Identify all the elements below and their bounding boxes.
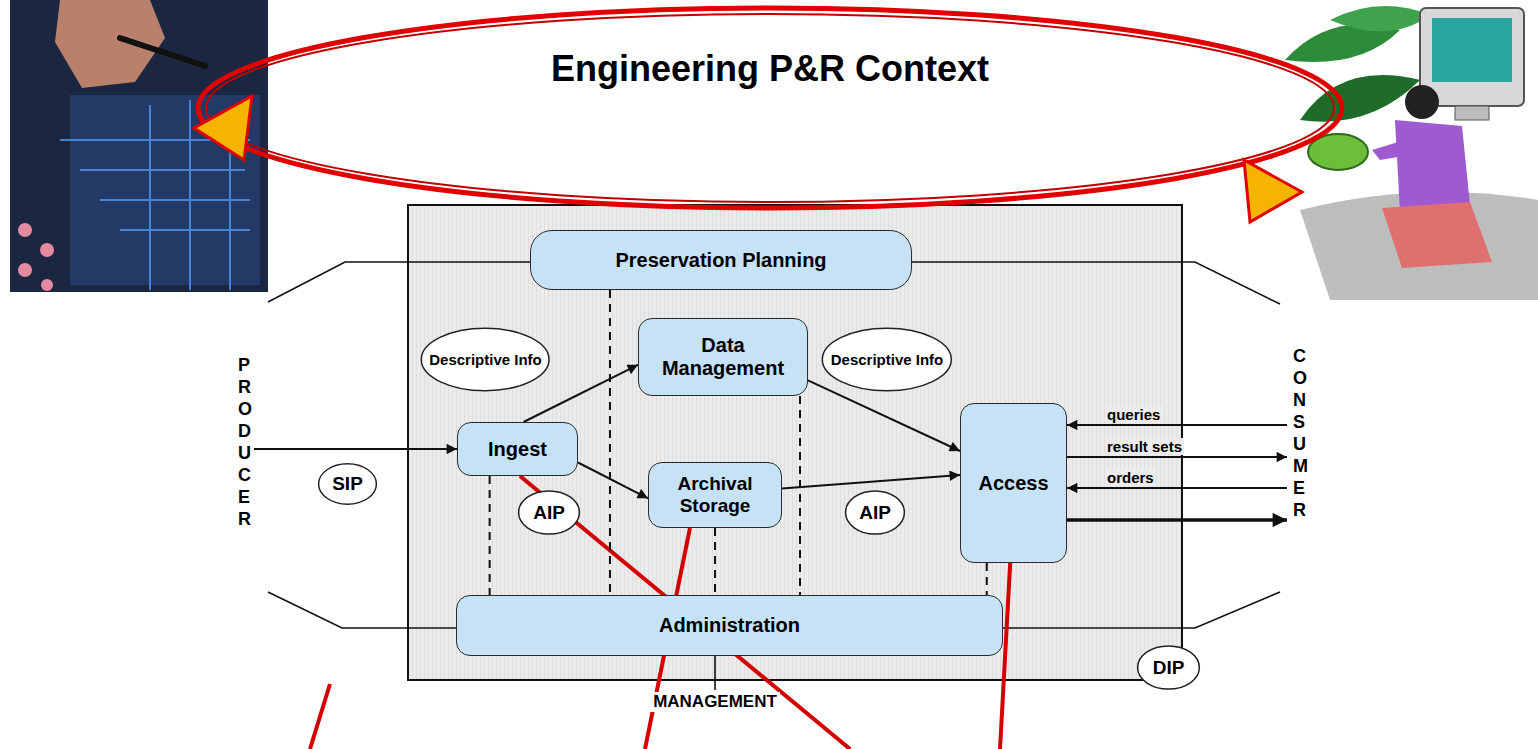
node-label: AIP bbox=[859, 502, 891, 524]
oval-shape bbox=[519, 491, 580, 534]
dashed-link bbox=[714, 528, 716, 595]
actor-name: PRODUCER bbox=[238, 354, 248, 530]
oval-shape bbox=[822, 328, 951, 390]
consumer-outline bbox=[912, 262, 1280, 628]
button bbox=[41, 279, 53, 291]
actor-column: PRODUCER bbox=[232, 352, 254, 532]
function-box: Preservation Planning bbox=[530, 230, 912, 290]
dashed-link bbox=[986, 563, 988, 595]
flow-arrow bbox=[578, 463, 648, 499]
button bbox=[18, 263, 32, 277]
diagram-title: Engineering P&R Context bbox=[551, 48, 989, 90]
function-box: Administration bbox=[456, 595, 1003, 656]
actor-name: CONSUMER bbox=[1293, 345, 1303, 521]
function-box: Archival Storage bbox=[648, 462, 782, 528]
monitor bbox=[1420, 8, 1524, 106]
button bbox=[40, 243, 54, 257]
clipart bbox=[1285, 6, 1538, 300]
function-box: Access bbox=[960, 403, 1067, 563]
archive-box bbox=[408, 205, 1182, 680]
node-label: Access bbox=[978, 472, 1048, 495]
node-label: Preservation Planning bbox=[615, 249, 826, 272]
management-line bbox=[714, 656, 716, 690]
oval-shape bbox=[1138, 646, 1200, 689]
photo-ground bbox=[10, 0, 268, 292]
leaf bbox=[1330, 6, 1430, 31]
package-oval: DIP bbox=[1137, 645, 1200, 690]
node-label: SIP bbox=[332, 473, 363, 495]
oval-shape bbox=[846, 491, 905, 534]
node-label: AIP bbox=[533, 502, 565, 524]
context-arrowhead bbox=[194, 96, 252, 160]
flow-label: queries bbox=[1105, 406, 1162, 423]
node-label: Administration bbox=[659, 614, 800, 637]
node-label: DIP bbox=[1153, 657, 1185, 679]
person-head bbox=[1405, 85, 1439, 119]
leader-line bbox=[310, 684, 330, 749]
info-oval: Descriptive Info bbox=[420, 327, 550, 392]
monitor-stand bbox=[1455, 106, 1489, 120]
photo bbox=[10, 0, 268, 292]
person-arm bbox=[1372, 140, 1410, 160]
stylus bbox=[120, 38, 205, 66]
context-ellipse bbox=[198, 8, 1342, 208]
actor-column: CONSUMER bbox=[1287, 338, 1309, 528]
desk bbox=[1300, 192, 1538, 300]
dashed-link bbox=[489, 476, 491, 595]
node-label: Descriptive Info bbox=[429, 351, 542, 368]
flow-label: result sets bbox=[1105, 438, 1184, 455]
node-label: Descriptive Info bbox=[831, 351, 944, 368]
screen-glow bbox=[70, 95, 260, 285]
node-label: Ingest bbox=[488, 438, 547, 461]
person-shirt bbox=[1395, 120, 1470, 212]
dashed-link bbox=[799, 396, 801, 595]
oval-shape bbox=[319, 464, 377, 504]
function-box: Ingest bbox=[457, 422, 578, 476]
flow-arrow bbox=[254, 448, 457, 450]
system-label: MANAGEMENT bbox=[650, 692, 780, 712]
context-ellipse bbox=[206, 14, 1334, 202]
function-box: Data Management bbox=[638, 318, 808, 396]
oval-shape bbox=[422, 328, 550, 390]
monitor-screen bbox=[1432, 18, 1512, 82]
node-label: Archival Storage bbox=[655, 473, 775, 517]
dashed-link bbox=[609, 290, 611, 595]
hand bbox=[55, 0, 165, 88]
flow-arrow bbox=[1067, 487, 1287, 489]
flow-arrow bbox=[1067, 424, 1287, 426]
person-trousers bbox=[1382, 202, 1492, 268]
flow-label: orders bbox=[1105, 469, 1156, 486]
flow-arrow bbox=[1067, 456, 1287, 458]
package-oval: AIP bbox=[518, 490, 580, 535]
flow-arrow bbox=[782, 475, 960, 488]
flow-arrow bbox=[1067, 518, 1287, 522]
context-arrowhead bbox=[1244, 160, 1302, 222]
info-oval: Descriptive Info bbox=[821, 327, 953, 392]
package-oval: SIP bbox=[318, 463, 377, 505]
node-label: Data Management bbox=[645, 334, 801, 380]
package-oval: AIP bbox=[845, 490, 905, 535]
button bbox=[18, 223, 32, 237]
